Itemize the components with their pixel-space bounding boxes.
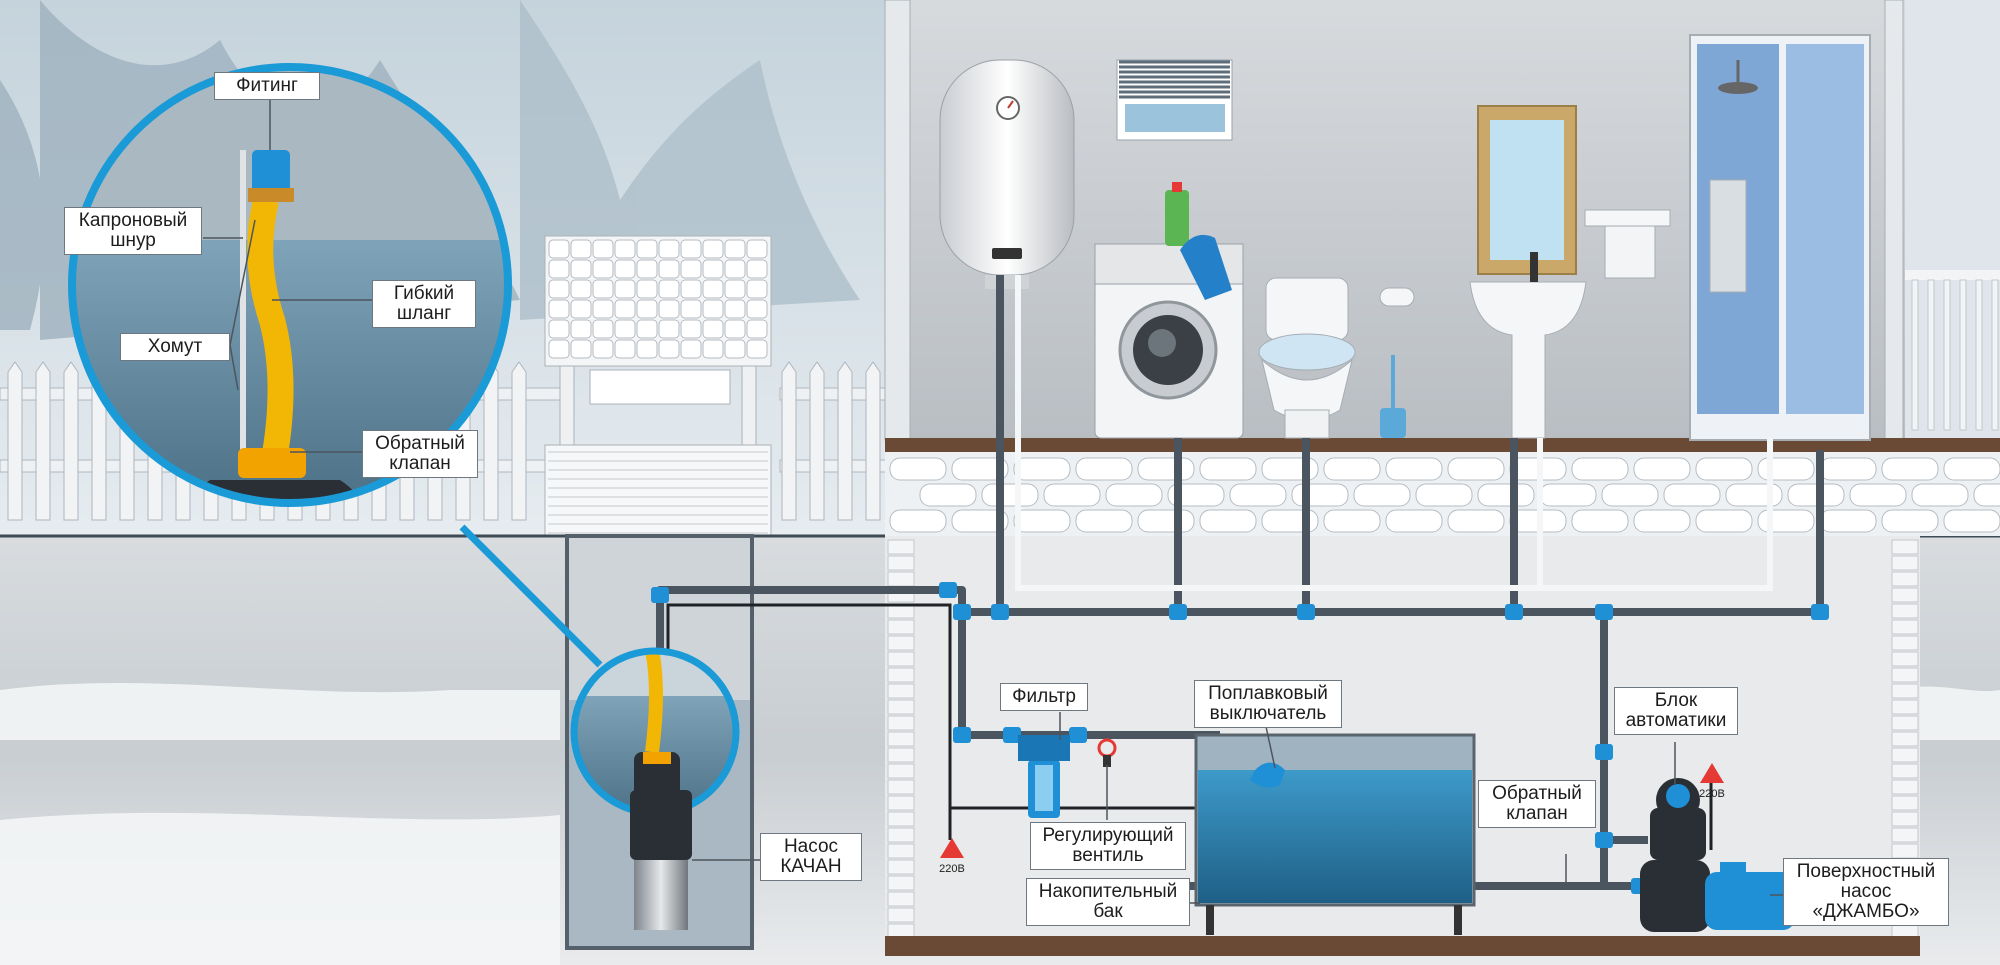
basement-bricks bbox=[887, 539, 1919, 939]
leader-lines bbox=[203, 99, 1783, 904]
label-surface-pump: Поверхностный насос «ДЖАМБО» bbox=[1783, 858, 1949, 926]
label-automation-block-line1: Блок bbox=[1654, 690, 1698, 711]
filter bbox=[1018, 735, 1070, 818]
label-nylon-cord: Капроновый шнур bbox=[64, 207, 202, 255]
window bbox=[1116, 59, 1233, 141]
label-surface-pump-line3: «ДЖАМБО» bbox=[1812, 901, 1920, 922]
label-clamp: Хомут bbox=[120, 333, 230, 361]
label-filter-text: Фильтр bbox=[1012, 686, 1076, 707]
label-flexible-hose-line1: Гибкий bbox=[393, 283, 455, 304]
label-clamp-text: Хомут bbox=[147, 336, 203, 357]
label-storage-tank-line1: Накопительный bbox=[1038, 881, 1178, 902]
sink bbox=[1469, 105, 1671, 439]
control-valve bbox=[1097, 738, 1117, 767]
label-flexible-hose-line2: шланг bbox=[396, 303, 452, 324]
pump-kachan bbox=[630, 790, 692, 930]
label-nylon-cord-line1: Капроновый bbox=[78, 210, 188, 231]
voltage-label-2: 220В bbox=[1699, 788, 1725, 800]
floor-slab bbox=[885, 438, 2000, 452]
snow-layers bbox=[0, 682, 2000, 965]
label-control-valve-line2: вентиль bbox=[1072, 845, 1144, 866]
toilet bbox=[1258, 277, 1415, 439]
hot-water-pipes bbox=[1015, 275, 1773, 591]
label-float-switch-line2: выключатель bbox=[1209, 703, 1327, 724]
label-check-valve-zoom-line2: клапан bbox=[389, 453, 451, 474]
voltage-sign-1: 220В bbox=[939, 838, 965, 875]
label-pump-kachan-line2: КАЧАН bbox=[780, 856, 842, 877]
label-fitting-text: Фитинг bbox=[236, 75, 298, 96]
label-pump-kachan: Насос КАЧАН bbox=[760, 833, 862, 881]
well-house bbox=[544, 235, 772, 536]
washing-machine bbox=[1094, 182, 1244, 439]
label-automation-block: Блок автоматики bbox=[1614, 687, 1738, 735]
label-control-valve-line1: Регулирующий bbox=[1042, 825, 1174, 846]
label-float-switch-line1: Поплавковый bbox=[1208, 683, 1328, 704]
label-check-valve-zoom-line1: Обратный bbox=[375, 433, 465, 454]
water-heater bbox=[939, 59, 1075, 289]
label-nylon-cord-line2: шнур bbox=[110, 230, 156, 251]
shower-cabin bbox=[1689, 34, 1871, 441]
label-check-valve-main-line2: клапан bbox=[1506, 803, 1568, 824]
label-storage-tank-line2: бак bbox=[1093, 901, 1123, 922]
label-pump-kachan-line1: Насос bbox=[783, 836, 839, 857]
label-control-valve: Регулирующий вентиль bbox=[1030, 822, 1186, 870]
label-automation-block-line2: автоматики bbox=[1625, 710, 1727, 731]
label-float-switch: Поплавковый выключатель bbox=[1194, 680, 1342, 728]
label-check-valve-zoom: Обратный клапан bbox=[362, 430, 478, 478]
foundation-stones bbox=[889, 457, 2000, 533]
label-surface-pump-line1: Поверхностный bbox=[1796, 861, 1936, 882]
label-fitting: Фитинг bbox=[214, 72, 320, 100]
label-check-valve-main-line1: Обратный bbox=[1492, 783, 1582, 804]
label-filter: Фильтр bbox=[1000, 683, 1088, 711]
lens-connector bbox=[459, 524, 603, 668]
label-storage-tank: Накопительный бак bbox=[1026, 878, 1190, 926]
voltage-label-1: 220В bbox=[939, 863, 965, 875]
automation-block bbox=[1650, 778, 1706, 860]
storage-tank bbox=[1194, 733, 1476, 935]
float-switch bbox=[1250, 762, 1285, 788]
pipes bbox=[656, 275, 1824, 890]
voltage-sign-2: 220В bbox=[1699, 763, 1725, 800]
label-surface-pump-line2: насос bbox=[1840, 881, 1892, 902]
label-flexible-hose: Гибкий шланг bbox=[372, 280, 476, 328]
label-check-valve-main: Обратный клапан bbox=[1478, 780, 1596, 828]
